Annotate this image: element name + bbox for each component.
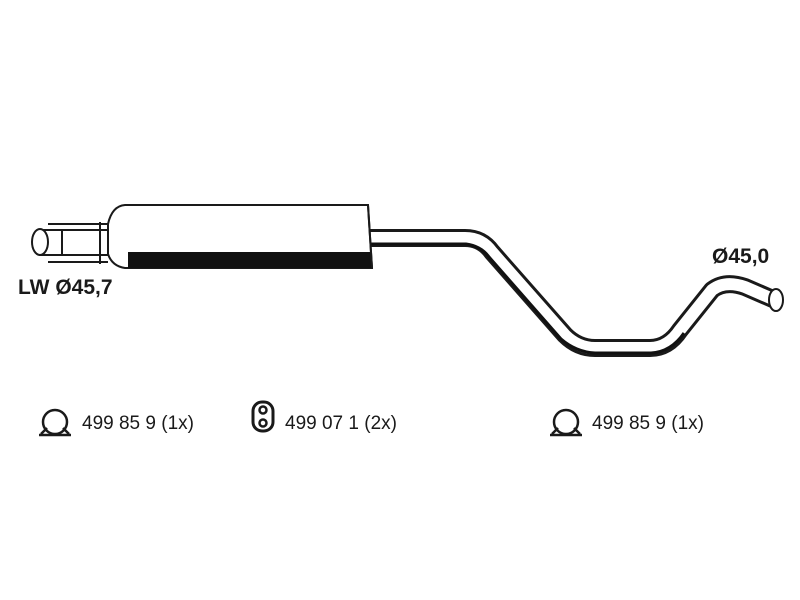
muffler-shade-band <box>128 252 372 268</box>
muffler <box>107 204 374 269</box>
part-label-hanger: 499 07 1 (2x) <box>285 413 397 434</box>
rubber-hanger-icon <box>251 400 275 433</box>
inlet-dimension-label: LW Ø45,7 <box>18 276 113 299</box>
part-label-clamp-left: 499 85 9 (1x) <box>82 413 194 434</box>
tailpipe <box>370 229 779 357</box>
clamp-icon <box>550 408 582 437</box>
outlet-dimension-label: Ø45,0 <box>712 245 770 268</box>
outlet-end <box>768 288 784 312</box>
part-label-clamp-right: 499 85 9 (1x) <box>592 413 704 434</box>
clamp-icon <box>39 408 71 437</box>
inlet-pipe <box>31 222 121 264</box>
